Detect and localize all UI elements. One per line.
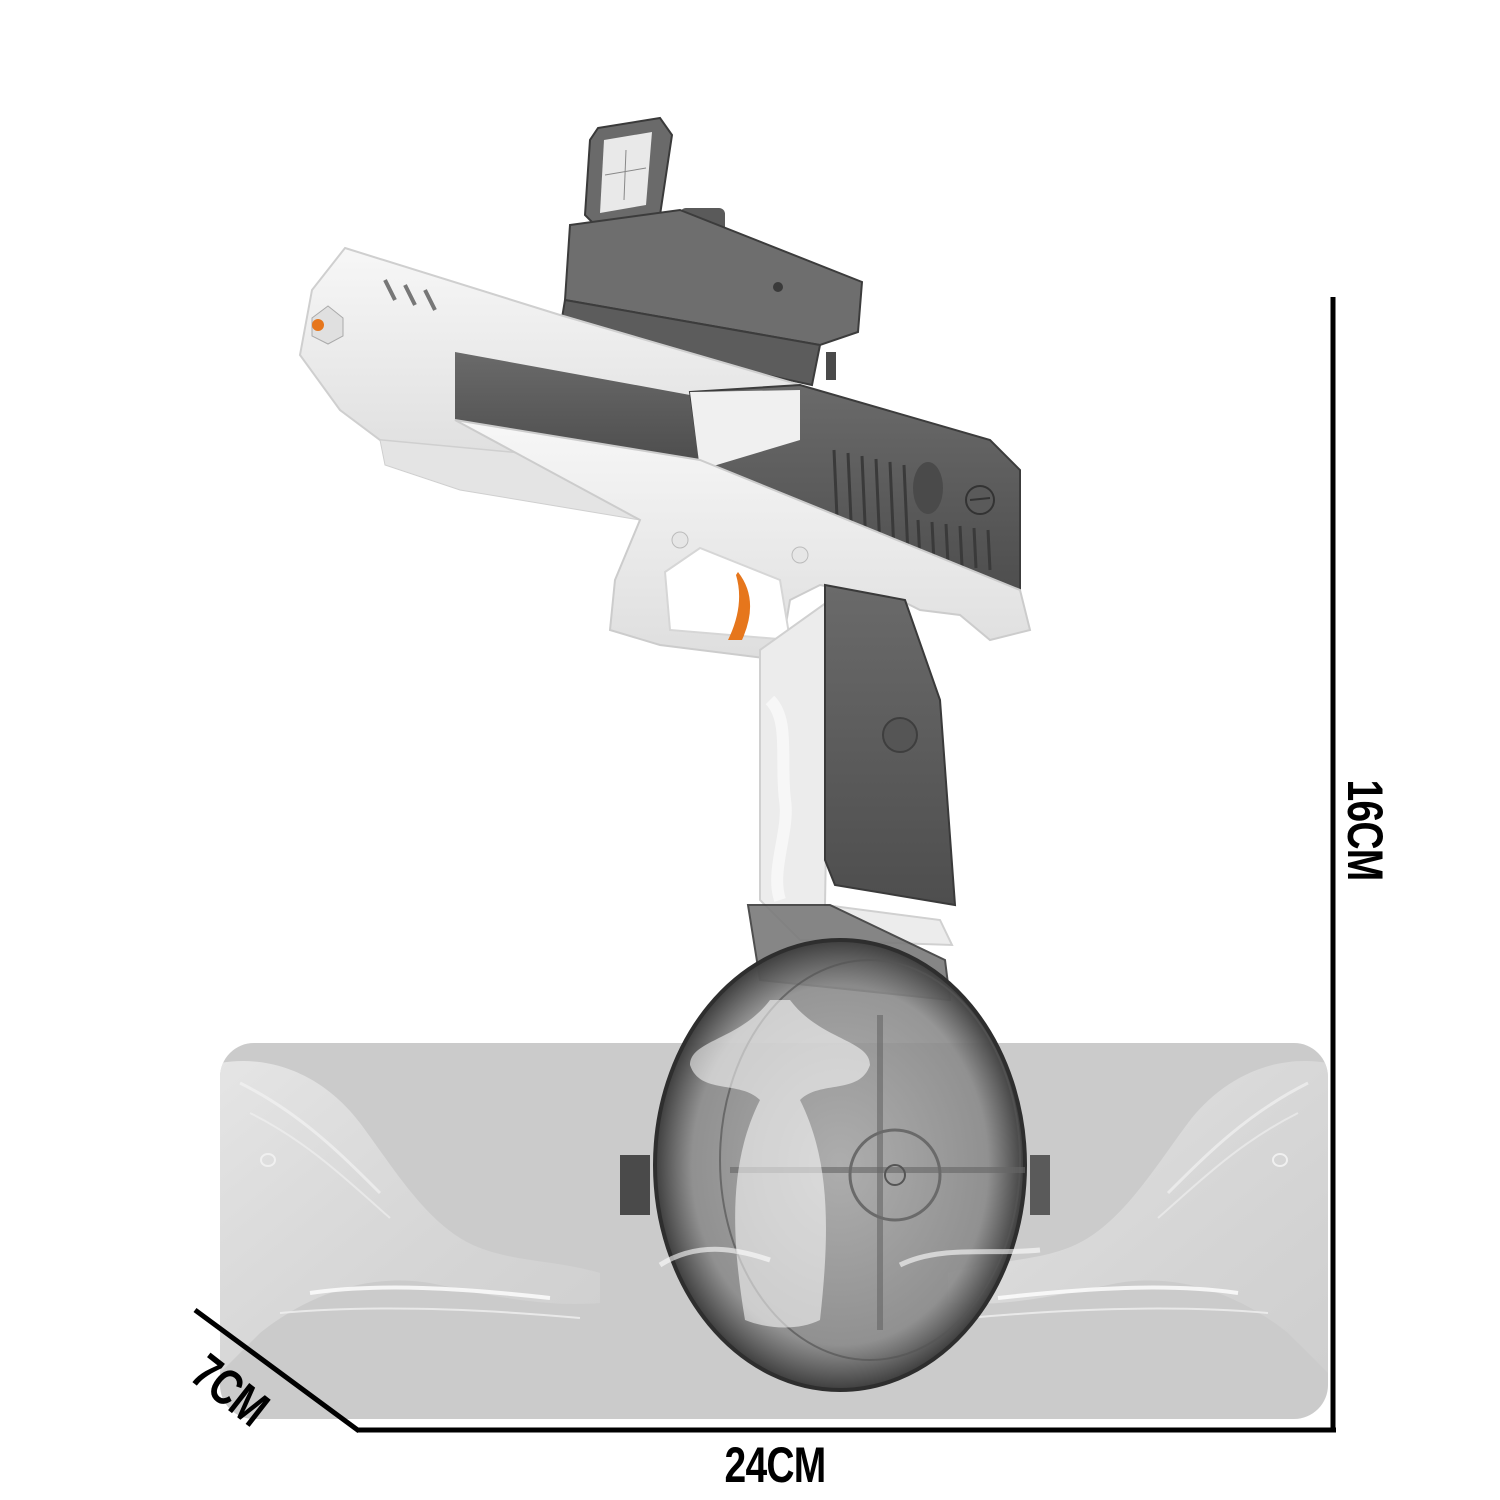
hammer-safety — [913, 462, 995, 515]
muzzle-tip — [311, 305, 344, 345]
red-dot-sight — [558, 116, 864, 387]
width-label: 24CM — [724, 1437, 827, 1493]
trigger-guard-opening — [663, 546, 792, 642]
depth-dimension-line — [193, 1307, 361, 1434]
grip — [759, 583, 957, 947]
drum-magazine — [620, 904, 1050, 1392]
trigger — [728, 572, 751, 640]
dimension-lines — [193, 297, 1336, 1434]
height-label: 16CM — [1337, 779, 1393, 881]
water-splash-pattern — [220, 1061, 1328, 1373]
